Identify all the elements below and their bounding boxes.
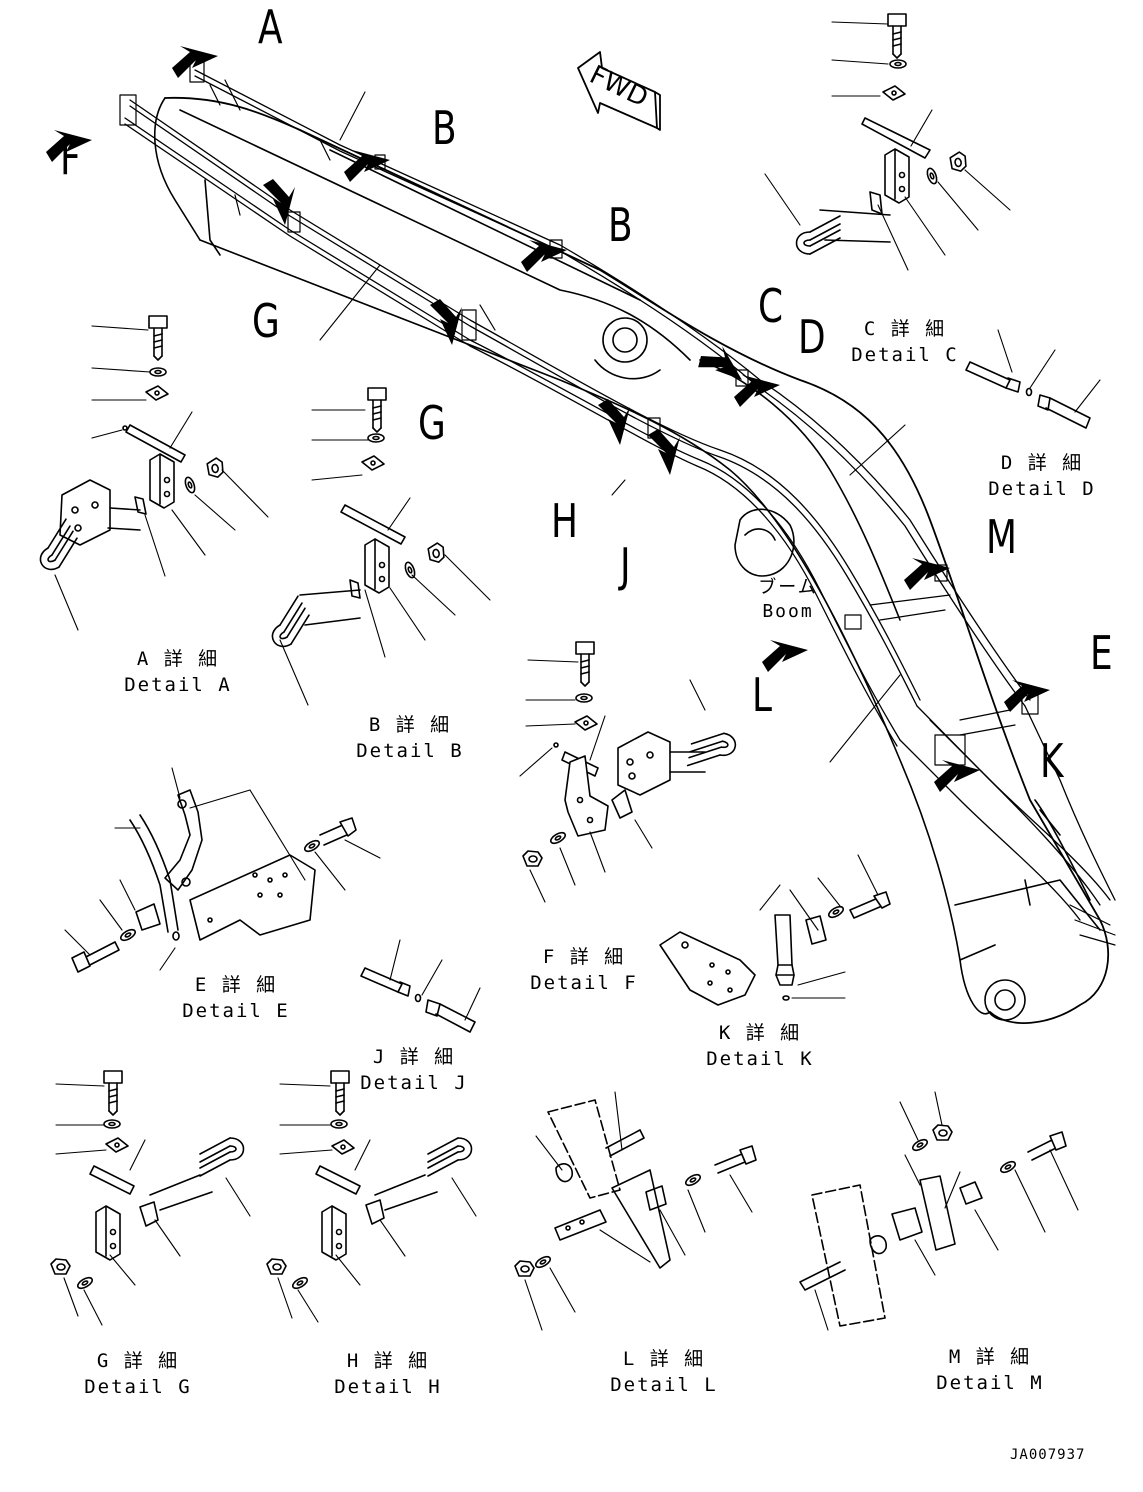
detail-d-caption: D 詳 細 Detail D (982, 450, 1102, 502)
detail-j-jp: J 詳 細 (372, 1046, 456, 1068)
detail-k-caption: K 詳 細 Detail K (700, 1020, 820, 1072)
detail-f-jp: F 詳 細 (542, 946, 626, 968)
detail-c-jp: C 詳 細 (863, 318, 947, 340)
callout-d: D (798, 310, 826, 364)
detail-l-caption: L 詳 細 Detail L (604, 1346, 724, 1398)
detail-e-jp: E 詳 細 (194, 974, 278, 996)
detail-g-caption: G 詳 細 Detail G (78, 1348, 198, 1400)
callout-g-left: G (252, 294, 280, 348)
detail-e-caption: E 詳 細 Detail E (176, 972, 296, 1024)
boom-clamps (119, 59, 1116, 946)
detail-l-jp: L 詳 細 (622, 1348, 706, 1370)
callout-b-lower: B (608, 198, 633, 252)
boom-label-jp: ブーム (758, 577, 818, 598)
detail-e-en: Detail E (182, 1000, 290, 1022)
detail-j-caption: J 詳 細 Detail J (354, 1044, 474, 1096)
detail-g-jp: G 詳 細 (96, 1350, 180, 1372)
detail-d-jp: D 詳 細 (1000, 452, 1084, 474)
callout-f: F (60, 131, 81, 185)
hydraulic-lines (124, 69, 1116, 921)
detail-b-caption: B 詳 細 Detail B (350, 712, 470, 764)
detail-a-jp: A 詳 細 (136, 648, 220, 670)
detail-g-art (50, 1070, 251, 1326)
boom-label-en: Boom (762, 601, 814, 622)
detail-f-en: Detail F (530, 972, 638, 994)
detail-e-art (64, 767, 381, 973)
drawing-code: JA007937 (1010, 1447, 1086, 1463)
detail-a-en: Detail A (124, 674, 232, 696)
callout-k: K (1040, 734, 1064, 788)
boom-label: ブーム Boom (748, 576, 828, 624)
callout-h: H (551, 494, 578, 548)
detail-m-en: Detail M (936, 1372, 1044, 1394)
callout-a: A (258, 0, 283, 54)
detail-l-art (514, 1091, 757, 1331)
detail-g-en: Detail G (84, 1376, 192, 1398)
detail-d-art (965, 329, 1101, 429)
detail-f-art (519, 641, 738, 903)
detail-f-caption: F 詳 細 Detail F (524, 944, 644, 996)
callout-g-right: G (418, 396, 446, 450)
callout-j: J (620, 538, 631, 592)
detail-l-en: Detail L (610, 1374, 718, 1396)
detail-k-art (659, 854, 891, 1006)
detail-c-en: Detail C (851, 344, 959, 366)
detail-j-art (360, 939, 481, 1033)
detail-d-en: Detail D (988, 478, 1096, 500)
detail-h-en: Detail H (334, 1376, 442, 1398)
detail-m-art (799, 1091, 1079, 1331)
detail-m-caption: M 詳 細 Detail M (930, 1344, 1050, 1396)
callout-l: L (752, 668, 772, 722)
detail-h-caption: H 詳 細 Detail H (328, 1348, 448, 1400)
detail-a-caption: A 詳 細 Detail A (118, 646, 238, 698)
detail-h-jp: H 詳 細 (346, 1350, 430, 1372)
callout-b-upper: B (432, 101, 457, 155)
leader-lines (319, 91, 906, 763)
detail-c-art (764, 13, 1011, 271)
callout-e: E (1090, 626, 1113, 680)
detail-a-art (27, 315, 269, 631)
detail-k-jp: K 詳 細 (718, 1022, 802, 1044)
detail-k-en: Detail K (706, 1048, 814, 1070)
detail-b-jp: B 詳 細 (368, 714, 452, 736)
detail-j-en: Detail J (360, 1072, 468, 1094)
callout-m: M (986, 510, 1017, 564)
detail-h-art (266, 1070, 477, 1323)
detail-b-art (259, 387, 491, 706)
fwd-arrow (577, 51, 661, 131)
detail-c-caption: C 詳 細 Detail C (845, 316, 965, 368)
boom-body (153, 96, 1110, 1024)
callout-c: C (758, 279, 784, 333)
detail-m-jp: M 詳 細 (948, 1346, 1032, 1368)
detail-b-en: Detail B (356, 740, 464, 762)
